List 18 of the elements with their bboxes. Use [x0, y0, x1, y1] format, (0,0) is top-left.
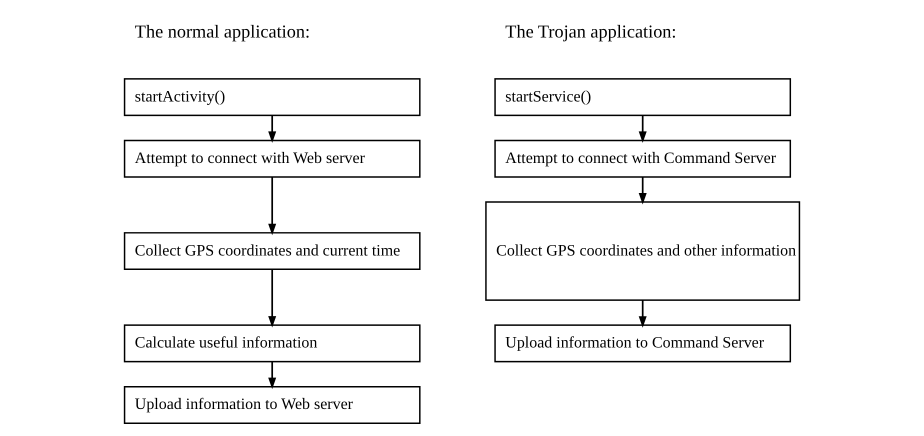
node-box: Collect GPS coordinates and other information	[485, 201, 800, 301]
arrow	[638, 177, 647, 204]
arrow	[268, 362, 276, 390]
arrow	[638, 115, 647, 143]
node-box: Collect GPS coordinates and current time	[124, 232, 421, 270]
arrow	[268, 115, 276, 143]
label: The Trojan application:	[505, 22, 677, 42]
node-box: Upload information to Web server	[124, 386, 421, 424]
arrow	[268, 270, 276, 328]
node-box: startActivity()	[124, 78, 421, 116]
node-box: Attempt to connect with Command Server	[494, 140, 792, 178]
arrow	[638, 300, 647, 328]
arrow	[268, 177, 276, 236]
node-box: startService()	[494, 78, 792, 116]
node-box: Upload information to Command Server	[494, 324, 792, 362]
node-box: Attempt to connect with Web server	[124, 140, 421, 178]
node-box: Calculate useful information	[124, 324, 421, 362]
label: The normal application:	[134, 22, 310, 42]
